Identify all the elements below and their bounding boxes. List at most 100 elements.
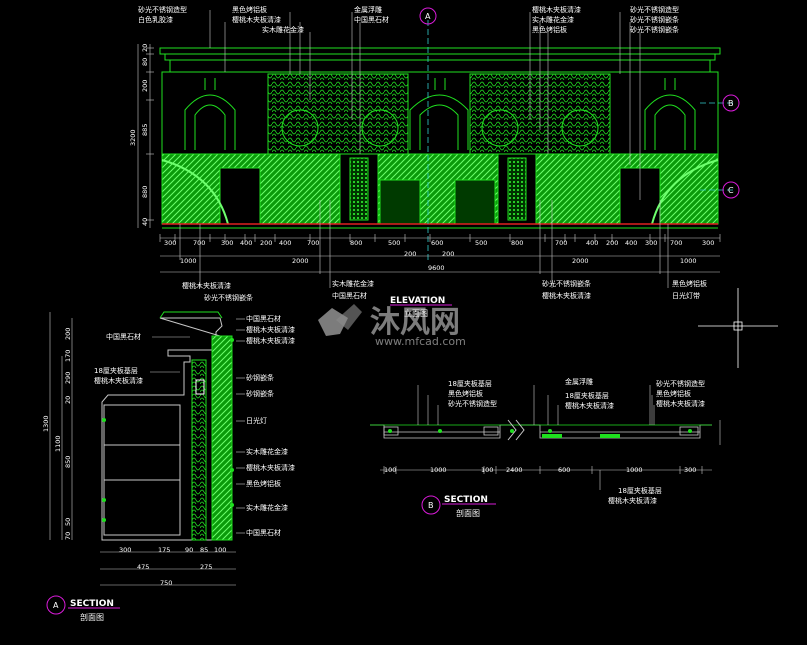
sec-a-hdim-5: 475 <box>137 563 149 571</box>
sec-a-right-label-10: 中国黑石材 <box>246 528 281 537</box>
elev-dim-total: 9600 <box>428 264 445 272</box>
sec-b-dim-4: 600 <box>558 466 570 474</box>
sec-b-label-8: 樱桃木夹板清漆 <box>656 399 705 408</box>
elev-dim-r1-10: 500 <box>475 239 487 247</box>
elevation-title: ELEVATION <box>390 296 445 306</box>
elev-label-top-12: 砂光不锈钢嵌条 <box>630 25 679 34</box>
sec-a-hdim-3: 85 <box>200 546 208 554</box>
elev-dim-r1-16: 300 <box>645 239 657 247</box>
elev-label-top-0: 砂光不锈钢造型 <box>138 5 187 14</box>
elev-label-top-5: 金属浮雕 <box>354 5 382 14</box>
elev-dim-r2-2: 200 <box>404 250 416 258</box>
elev-label-top-8: 实木雕花金漆 <box>532 15 574 24</box>
elev-label-bottom-2: 实木雕花金漆 <box>332 279 374 288</box>
sec-b-dim-1: 1000 <box>430 466 447 474</box>
elev-dim-r1-17: 700 <box>670 239 682 247</box>
sec-b-label-1: 黑色烤铝板 <box>448 389 483 398</box>
sec-a-vdim-3: 20 <box>64 396 72 404</box>
elev-label-bottom-1: 砂光不锈钢嵌条 <box>204 293 253 302</box>
elev-dim-r2-3: 200 <box>442 250 454 258</box>
elev-vdim-5: 40 <box>141 218 149 226</box>
elev-dim-r1-7: 800 <box>350 239 362 247</box>
sec-a-hdim-4: 100 <box>214 546 226 554</box>
sec-a-right-label-3: 砂钢嵌条 <box>246 373 274 382</box>
sec-a-vdim-5: 50 <box>64 518 72 526</box>
sec-b-dim-5: 1000 <box>626 466 643 474</box>
elev-dim-r1-9: 600 <box>431 239 443 247</box>
sec-a-title: SECTION <box>70 599 114 609</box>
elev-label-top-7: 樱桃木夹板清漆 <box>532 5 581 14</box>
elev-vdim-3: 885 <box>141 124 149 136</box>
sec-b-dim-0: 100 <box>384 466 396 474</box>
elev-dim-r1-18: 300 <box>702 239 714 247</box>
elev-label-top-4: 实木雕花金漆 <box>262 25 304 34</box>
sec-b-bottom-label-0: 18厘夹板基层 <box>618 486 662 495</box>
elev-dim-r1-15: 400 <box>625 239 637 247</box>
elev-dim-r1-6: 700 <box>307 239 319 247</box>
sec-a-subtitle: 剖面图 <box>80 612 104 622</box>
elev-dim-r2-0: 1000 <box>180 257 197 265</box>
sec-b-label-2: 砂光不锈钢造型 <box>448 399 497 408</box>
elev-label-bottom-0: 樱桃木夹板清漆 <box>182 281 231 290</box>
section-bubble-a: A <box>419 7 437 25</box>
elev-label-top-11: 砂光不锈钢嵌条 <box>630 15 679 24</box>
elev-label-bottom-3: 中国黑石材 <box>332 291 367 300</box>
sec-a-left-label-2: 樱桃木夹板清漆 <box>94 376 143 385</box>
sec-a-right-label-5: 日光灯 <box>246 416 267 425</box>
elev-dim-r1-8: 500 <box>388 239 400 247</box>
elev-label-top-6: 中国黑石材 <box>354 15 389 24</box>
elev-dim-r1-2: 300 <box>221 239 233 247</box>
sec-a-hdim-1: 175 <box>158 546 170 554</box>
sec-a-right-label-7: 樱桃木夹板清漆 <box>246 463 295 472</box>
elev-dim-r1-1: 700 <box>193 239 205 247</box>
sec-a-hdim-total: 750 <box>160 579 172 587</box>
watermark-url: www.mfcad.com <box>375 335 466 348</box>
elev-dim-r1-4: 200 <box>260 239 272 247</box>
sec-b-title: SECTION <box>444 495 488 505</box>
elev-dim-r1-14: 200 <box>606 239 618 247</box>
elev-label-bottom-4: 砂光不锈钢嵌条 <box>542 279 591 288</box>
sec-a-right-label-9: 实木雕花金漆 <box>246 503 288 512</box>
sec-a-left-label-0: 中国黑石材 <box>106 332 141 341</box>
section-a-view: 中国黑石材 18厘夹板基层 樱桃木夹板清漆 中国黑石材 樱桃木夹板清漆 樱桃木夹… <box>42 311 295 622</box>
elev-dim-r1-11: 800 <box>511 239 523 247</box>
elev-label-top-10: 砂光不锈钢造型 <box>630 5 679 14</box>
section-b-view: 18厘夹板基层 黑色烤铝板 砂光不锈钢造型 金属浮雕 18厘夹板基层 樱桃木夹板… <box>370 377 721 518</box>
sec-b-label-6: 砂光不锈钢造型 <box>656 379 705 388</box>
elev-dim-r1-12: 700 <box>555 239 567 247</box>
elev-label-top-2: 黑色烤铝板 <box>232 5 267 14</box>
sec-b-bottom-label-1: 樱桃木夹板清漆 <box>608 496 657 505</box>
elev-label-top-3: 樱桃木夹板清漆 <box>232 15 281 24</box>
elev-vdim-total: 3200 <box>129 129 137 146</box>
sec-a-vdim-6: 70 <box>64 532 72 540</box>
elev-dim-r1-0: 300 <box>164 239 176 247</box>
elev-dim-r1-13: 400 <box>586 239 598 247</box>
sec-b-label-5: 樱桃木夹板清漆 <box>565 401 614 410</box>
sec-a-right-label-4: 砂钢嵌条 <box>246 389 274 398</box>
elev-label-bottom-5: 樱桃木夹板清漆 <box>542 291 591 300</box>
sec-a-right-label-8: 黑色烤铝板 <box>246 479 281 488</box>
sec-a-right-label-2: 樱桃木夹板清漆 <box>246 336 295 345</box>
elev-label-top-9: 黑色烤铝板 <box>532 25 567 34</box>
section-bubble-b: B <box>722 94 740 112</box>
sec-b-label-0: 18厘夹板基层 <box>448 379 492 388</box>
elev-label-top-1: 白色乳胶漆 <box>138 15 173 24</box>
elev-dim-r2-1: 2000 <box>292 257 309 265</box>
sec-b-label-3: 金属浮雕 <box>565 377 593 386</box>
sec-b-dim-2: 100 <box>481 466 493 474</box>
watermark: 沐风网 www.mfcad.com <box>318 304 466 348</box>
watermark-brand: 沐风网 <box>370 305 460 340</box>
sec-b-label-4: 18厘夹板基层 <box>565 391 609 400</box>
elev-vdim-0: 20 <box>141 44 149 52</box>
section-bubble-c: C <box>722 181 740 199</box>
elev-dim-r1-3: 400 <box>240 239 252 247</box>
sec-a-hdim-0: 300 <box>119 546 131 554</box>
elev-dim-r2-4: 2000 <box>572 257 589 265</box>
sec-b-dim-3: 2400 <box>506 466 523 474</box>
sec-a-bubble: A <box>53 601 59 610</box>
sec-a-hdim-2: 90 <box>185 546 193 554</box>
elev-vdim-4: 880 <box>141 186 149 198</box>
sec-b-dim-6: 300 <box>684 466 696 474</box>
elev-label-bottom-6: 黑色烤铝板 <box>672 279 707 288</box>
